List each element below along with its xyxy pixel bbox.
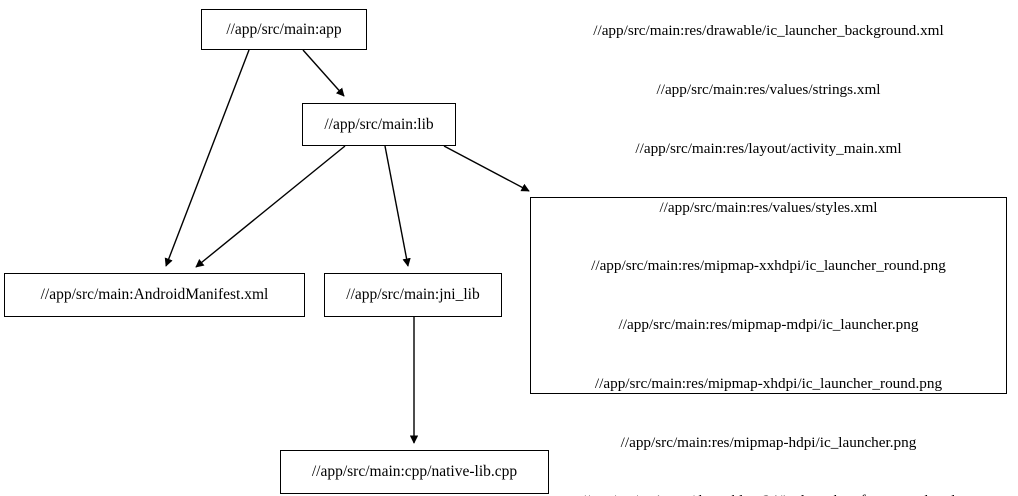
- graph-node-app[interactable]: //app/src/main:app: [201, 9, 367, 50]
- graph-node-lib[interactable]: //app/src/main:lib: [302, 103, 456, 146]
- graph-node-resources-line: //app/src/main:res/drawable/ic_launcher_…: [593, 22, 944, 40]
- edge-lib-to-jni-lib: [384, 145, 411, 267]
- graph-node-jni-lib-label: //app/src/main:jni_lib: [346, 286, 480, 304]
- graph-node-native-lib-cpp-label: //app/src/main:cpp/native-lib.cpp: [311, 463, 518, 481]
- graph-node-app-label: //app/src/main:app: [226, 20, 342, 38]
- edge-lib-to-manifest: [195, 145, 346, 268]
- graph-node-resources-line: //app/src/main:res/layout/activity_main.…: [635, 139, 902, 157]
- graph-node-lib-label: //app/src/main:lib: [324, 115, 434, 133]
- edge-app-to-manifest: [164, 49, 250, 267]
- graph-node-android-manifest-label: //app/src/main:AndroidManifest.xml: [40, 286, 269, 304]
- graph-node-jni-lib[interactable]: //app/src/main:jni_lib: [324, 273, 502, 317]
- graph-node-resources-line: //app/src/main:res/mipmap-xhdpi/ic_launc…: [594, 374, 943, 392]
- graph-node-resources-line: //app/src/main:res/values/strings.xml: [656, 80, 881, 98]
- graph-node-resources[interactable]: //app/src/main:res/drawable/ic_launcher_…: [530, 22, 1007, 496]
- graph-node-resources-line: //app/src/main:res/mipmap-mdpi/ic_launch…: [618, 316, 919, 334]
- graph-node-resources-label-list: //app/src/main:res/drawable/ic_launcher_…: [581, 0, 955, 496]
- graph-node-resources-line: //app/src/main:res/mipmap-xxhdpi/ic_laun…: [591, 257, 946, 275]
- edge-lib-to-resources: [443, 145, 530, 192]
- graph-node-resources-line: //app/src/main:res/values/styles.xml: [659, 198, 878, 216]
- graph-node-resources-line: //app/src/main:res/mipmap-hdpi/ic_launch…: [620, 433, 917, 451]
- edge-app-to-lib: [302, 49, 345, 97]
- graph-node-native-lib-cpp[interactable]: //app/src/main:cpp/native-lib.cpp: [280, 450, 549, 494]
- graph-node-resources-line: //app/src/main:res/drawable-v24/ic_launc…: [581, 491, 955, 496]
- graph-node-android-manifest[interactable]: //app/src/main:AndroidManifest.xml: [4, 273, 305, 317]
